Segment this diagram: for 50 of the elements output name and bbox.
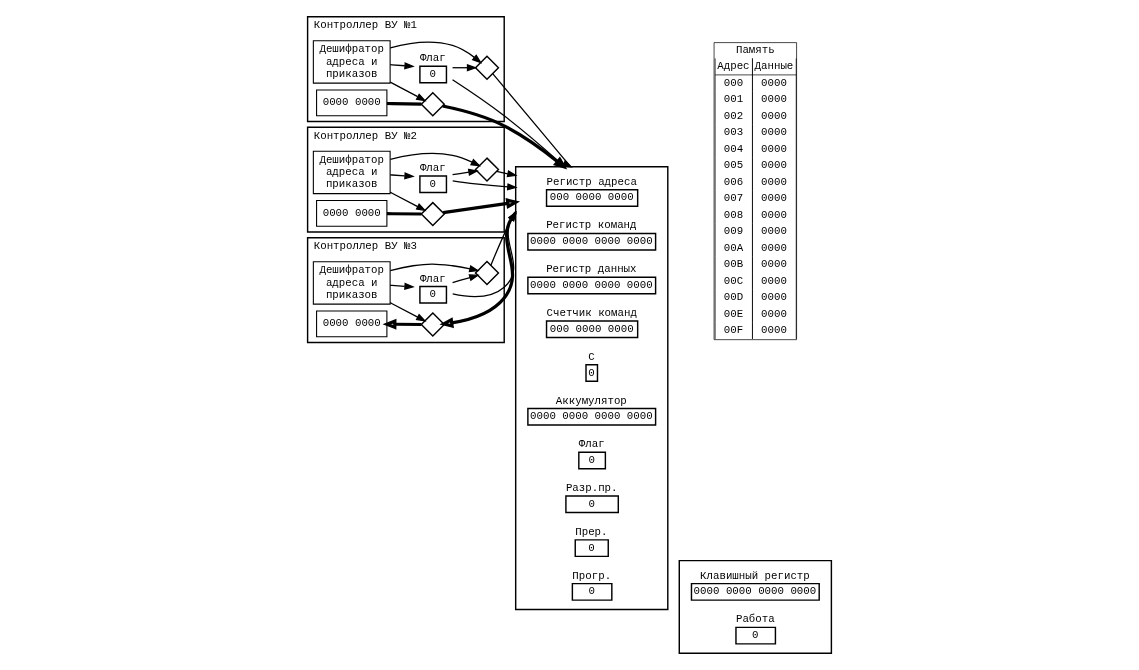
node-label: Клавишный регистр: [700, 569, 810, 582]
label: 005: [723, 159, 744, 172]
label: 00F: [723, 324, 744, 337]
label: 0000: [761, 109, 787, 122]
node-label: Флаг: [578, 438, 605, 451]
label: 0000: [761, 291, 787, 304]
label: 0000: [761, 258, 787, 271]
node-label: Разр.пр.: [565, 482, 618, 495]
label: Данные: [754, 60, 794, 73]
node-label: Регистр команд: [546, 219, 637, 232]
node-label: Счетчик команд: [546, 306, 637, 319]
label: 0000: [761, 274, 787, 287]
label: 00C: [723, 274, 744, 287]
label: 004: [723, 142, 744, 155]
label: 0000: [761, 225, 787, 238]
label: 001: [723, 93, 744, 106]
node-label: Прер.: [575, 525, 608, 538]
label: 0000: [761, 208, 787, 221]
label: 0000: [761, 142, 787, 155]
node-label: Регистр данных: [546, 263, 637, 276]
label: 00D: [723, 291, 744, 304]
label: 007: [723, 192, 744, 205]
label: 009: [723, 225, 744, 238]
label: 00A: [723, 241, 744, 254]
label: 00B: [723, 258, 744, 271]
label: 0000: [761, 175, 787, 188]
label: Адрес: [717, 60, 750, 73]
label: 006: [723, 175, 744, 188]
node-label: Флаг: [419, 162, 446, 175]
label: 0000: [761, 192, 787, 205]
label: 0000: [761, 93, 787, 106]
label: 008: [723, 208, 744, 221]
label: Память: [735, 44, 775, 57]
label: 0000: [761, 241, 787, 254]
node-label: Прогр.: [572, 569, 612, 582]
node-label: Флаг: [419, 52, 446, 65]
node-label: Работа: [735, 613, 775, 626]
node-label: Аккумулятор: [555, 394, 627, 407]
label: 00E: [723, 307, 744, 320]
label: 000: [723, 76, 744, 89]
label: 002: [723, 109, 744, 122]
node-label: C: [588, 350, 595, 363]
label: 0000: [761, 76, 787, 89]
node-label: Регистр адреса: [546, 175, 637, 188]
label: 0000: [761, 159, 787, 172]
node-label: Флаг: [419, 272, 446, 285]
label: 003: [723, 126, 744, 139]
label: 0000: [761, 307, 787, 320]
label: 0000: [761, 324, 787, 337]
label: 0000: [761, 126, 787, 139]
